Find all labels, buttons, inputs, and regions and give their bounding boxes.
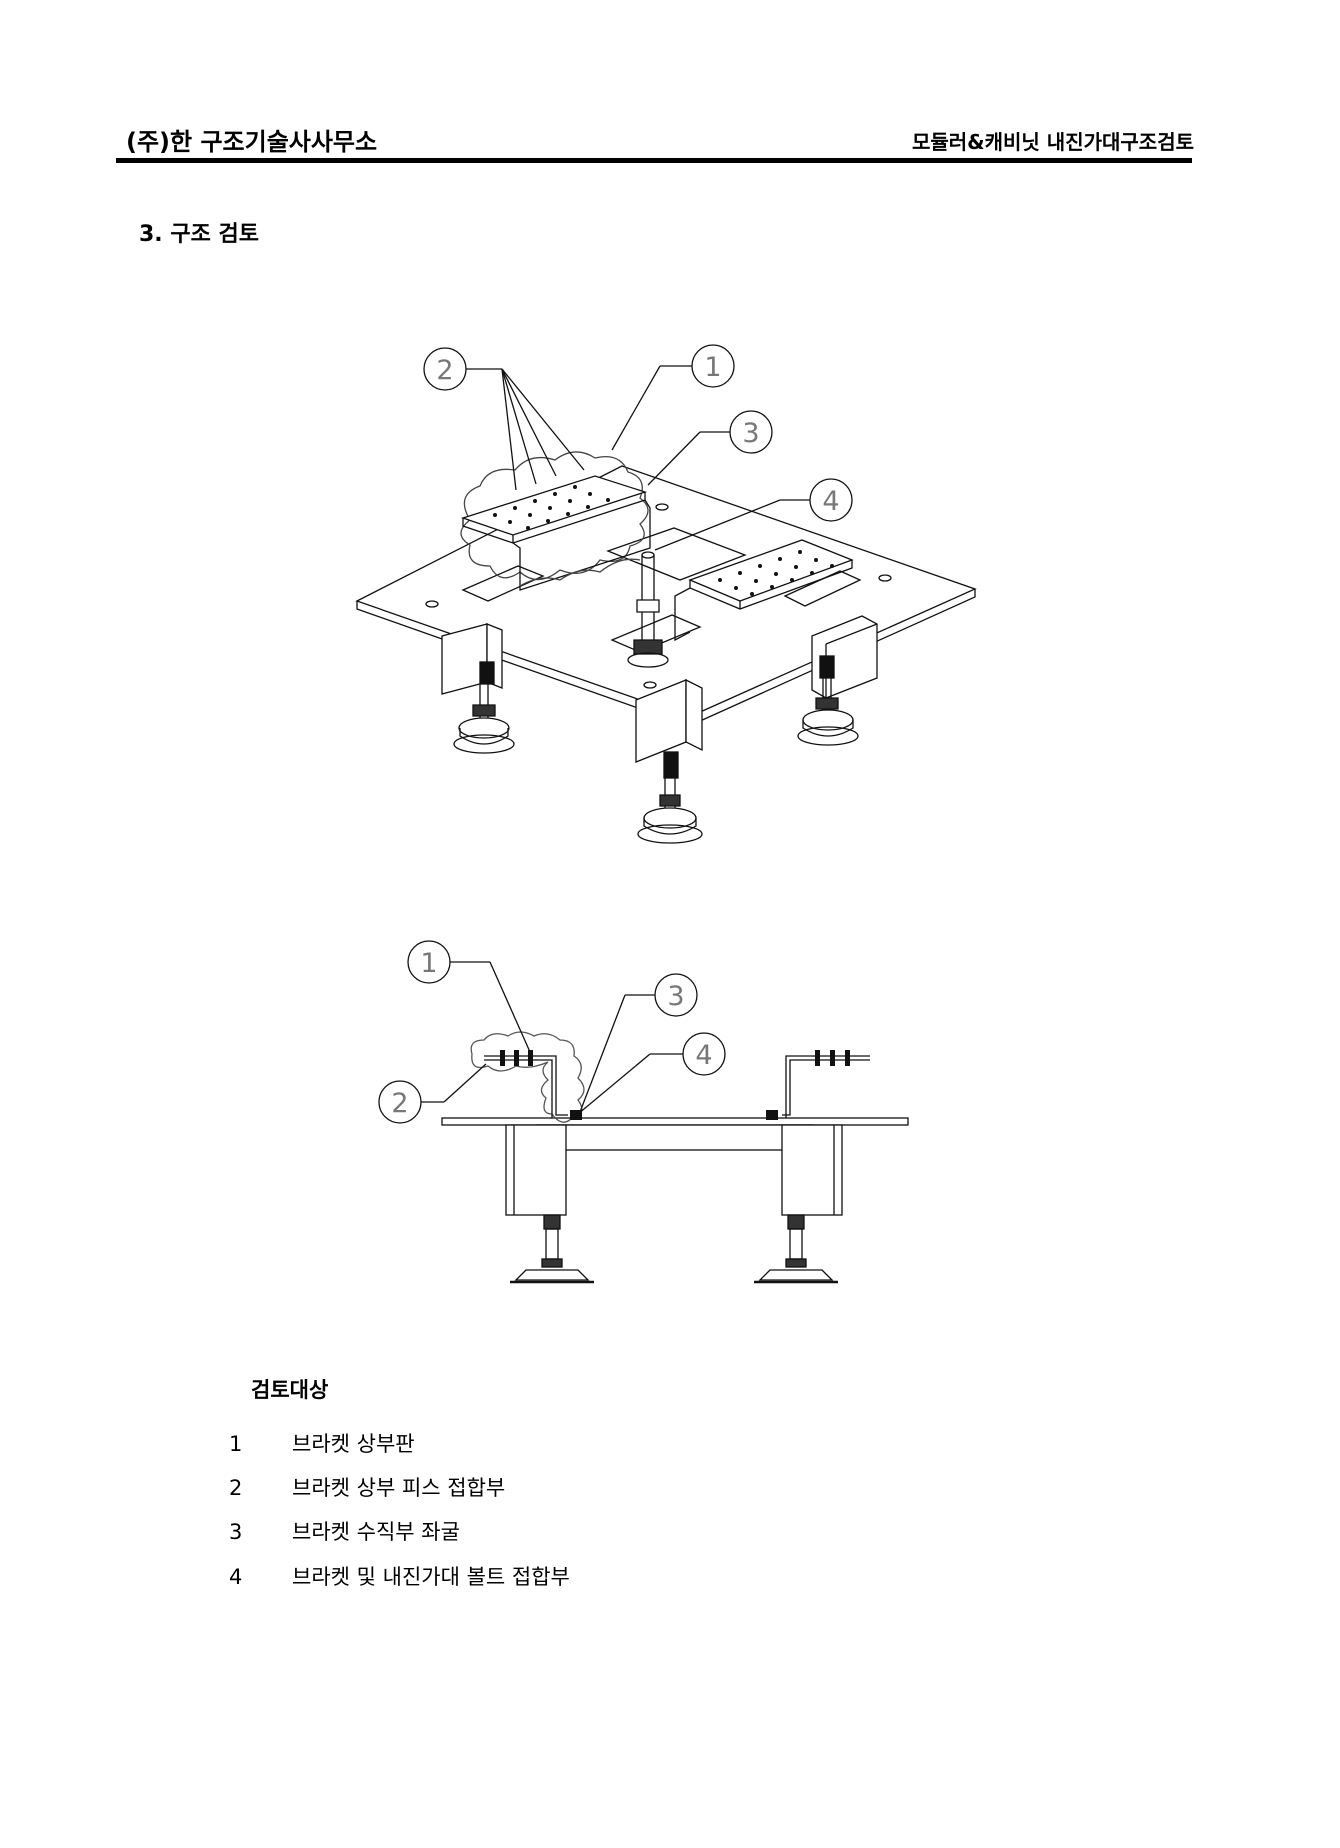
- bracket-left: [460, 451, 651, 591]
- callout-label: 1: [704, 352, 721, 383]
- review-target-item: 1 브라켓 상부판: [229, 1428, 415, 1458]
- section-title: 3. 구조 검토: [139, 222, 259, 247]
- leader-lines-elev: [420, 961, 683, 1115]
- bracket-right: [674, 539, 854, 642]
- leg-left: [441, 623, 515, 754]
- item-text: 브라켓 상부판: [292, 1432, 415, 1456]
- leader-lines-iso: [466, 365, 810, 551]
- review-target-item: 2 브라켓 상부 피스 접합부: [229, 1472, 505, 1502]
- central-bolt: [627, 551, 669, 668]
- item-number: 4: [229, 1565, 243, 1589]
- item-text: 브라켓 및 내진가대 볼트 접합부: [292, 1565, 570, 1589]
- callout-label: 3: [742, 418, 759, 449]
- review-target-item: 3 브라켓 수직부 좌굴: [229, 1516, 460, 1546]
- elevation-view: 1 3 4 2: [378, 940, 909, 1284]
- leg-right: [797, 615, 878, 746]
- isometric-view: 2 1 3 4: [355, 344, 977, 844]
- callout-label: 4: [695, 1040, 712, 1071]
- callout-label: 2: [436, 355, 453, 386]
- callouts-iso: 2 1 3 4: [423, 344, 853, 522]
- callout-label: 3: [667, 981, 684, 1012]
- header-divider: [116, 158, 1192, 163]
- callout-label: 1: [420, 948, 437, 979]
- company-name: (주)한 구조기술사사무소: [126, 128, 378, 156]
- callout-label: 2: [391, 1088, 408, 1119]
- item-text: 브라켓 상부 피스 접합부: [292, 1476, 506, 1500]
- review-targets-title: 검토대상: [251, 1378, 329, 1402]
- callouts-elev: 1 3 4 2: [378, 940, 726, 1124]
- item-number: 1: [229, 1432, 243, 1456]
- leg-front: [635, 678, 703, 844]
- item-number: 2: [229, 1476, 243, 1500]
- review-target-item: 4 브라켓 및 내진가대 볼트 접합부: [229, 1561, 570, 1591]
- item-text: 브라켓 수직부 좌굴: [292, 1520, 460, 1544]
- item-number: 3: [229, 1520, 243, 1544]
- callout-label: 4: [822, 486, 839, 517]
- document-title: 모듈러&캐비닛 내진가대구조검토: [911, 130, 1194, 154]
